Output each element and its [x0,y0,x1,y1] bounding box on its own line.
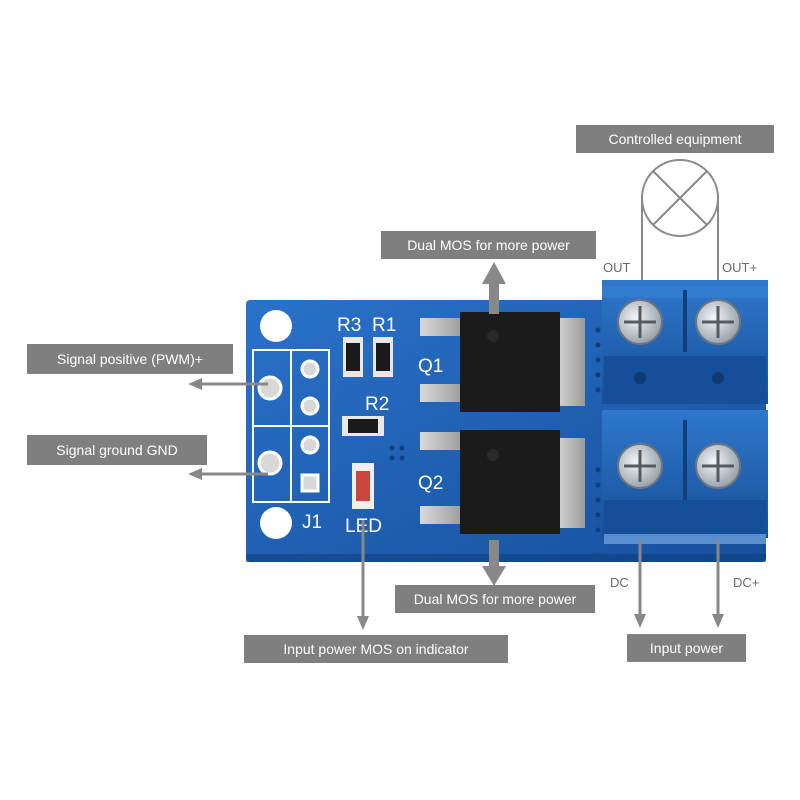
resistor-r3 [343,337,363,377]
silk-q2: Q2 [418,473,443,494]
arrow-down-icon [482,540,506,586]
dc-label: DC [610,575,629,590]
signal-ground-label: Signal ground GND [27,435,207,465]
silk-r1: R1 [372,315,396,336]
out-label: OUT [603,260,631,275]
pcb-vias [389,327,601,533]
resistor-r1 [373,337,393,377]
mosfet-q1 [420,312,585,412]
dual-mos-bottom-label: Dual MOS for more power [395,585,595,613]
lamp-icon [641,159,719,237]
silk-j1: J1 [302,512,322,533]
resistor-r2 [342,416,384,436]
terminal-block-input [602,410,768,544]
arrow-up-icon [482,262,506,314]
arrow-down-icon [634,540,646,628]
arrow-left-icon [188,468,268,480]
dual-mos-top-label: Dual MOS for more power [381,231,596,259]
signal-positive-label: Signal positive (PWM)+ [27,344,233,374]
arrow-down-icon [357,520,369,630]
arrow-left-icon [188,378,268,390]
terminal-block-output [602,280,768,404]
mounting-hole-top [260,310,292,342]
load-wires [641,198,719,286]
led-component [352,463,374,509]
silk-q1: Q1 [418,356,443,377]
arrow-down-icon [712,540,724,628]
input-power-label: Input power [627,634,746,662]
silk-r3: R3 [337,315,361,336]
dc-plus-label: DC+ [733,575,760,590]
out-plus-label: OUT+ [722,260,758,275]
controlled-equipment-label: Controlled equipment [576,125,774,153]
silk-r2: R2 [365,394,389,415]
mounting-hole-bottom [260,507,292,539]
mosfet-q2 [420,430,585,534]
input-power-mos-label: Input power MOS on indicator [244,635,508,663]
